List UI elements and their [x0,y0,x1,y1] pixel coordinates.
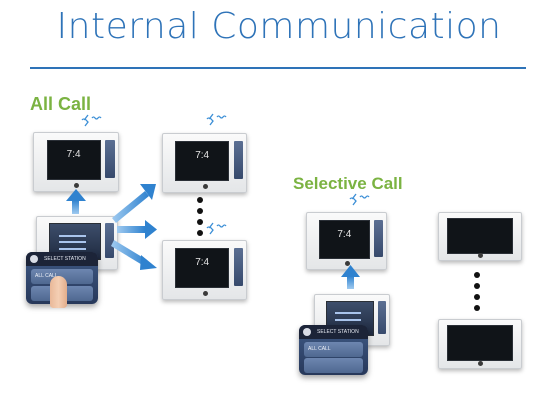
selective-call-label: Selective Call [293,174,403,193]
monitor-screen: 7:4 [46,139,101,181]
touch-panel-selective[interactable]: SELECT STATION ALL CALL [299,325,368,375]
clock-readout: 7:4 [195,257,210,269]
monitor-camera [344,261,350,267]
arrow-to-middle [117,220,157,239]
all-call-row[interactable]: ALL CALL [304,342,363,357]
monitor-side-buttons [233,140,243,180]
page-title: Internal Communication [56,6,502,47]
monitor-camera [202,291,208,297]
ellipsis-dot [474,294,480,300]
station-icon [30,255,38,263]
chime-icon [206,222,227,235]
station-icon [303,328,311,336]
touch-panel-header: SELECT STATION [26,252,98,266]
monitor-camera [74,183,80,189]
clock-readout: 7:4 [337,228,352,240]
monitor-side-buttons [105,223,114,258]
monitor-screen [447,324,514,362]
monitor-camera [478,360,484,366]
monitor-screen [447,217,514,254]
chime-icon [206,113,227,126]
touch-panel-header: SELECT STATION [299,325,368,339]
arrow-to-top-right [112,184,156,223]
ellipsis-dot [197,197,203,203]
monitor-top-left: 7:4 [33,132,119,192]
all-call-label: All Call [30,94,92,114]
station-row[interactable] [304,358,363,373]
monitor-side-buttons [377,301,387,334]
arrow-up-all-call [66,189,86,214]
monitor-camera [478,252,484,258]
monitor-idle-bottom [438,319,522,369]
ellipsis-dot [197,219,203,225]
monitor-idle-top [438,212,522,261]
chime-icon [349,193,370,206]
clock-readout: 7:4 [66,149,81,161]
title-divider [30,67,526,69]
chime-icon [81,114,102,127]
ellipsis-dot [474,283,480,289]
monitor-side-buttons [105,139,115,179]
monitor-top-right: 7:4 [162,133,247,193]
monitor-side-buttons [233,247,243,287]
ellipsis-dot [197,230,203,236]
arrow-to-bottom-right [111,240,157,270]
monitor-screen: 7:4 [318,219,370,259]
ellipsis-dot [197,208,203,214]
ellipsis-dot [474,272,480,278]
monitor-camera [202,184,208,190]
monitor-bottom-right: 7:4 [162,240,247,300]
monitor-screen: 7:4 [175,247,229,289]
monitor-screen: 7:4 [175,140,229,182]
monitor-selective-target: 7:4 [306,212,387,270]
clock-readout: 7:4 [195,150,210,162]
finger [50,276,67,308]
arrow-up-selective-call [341,265,360,289]
monitor-side-buttons [374,219,383,257]
ellipsis-dot [474,305,480,311]
